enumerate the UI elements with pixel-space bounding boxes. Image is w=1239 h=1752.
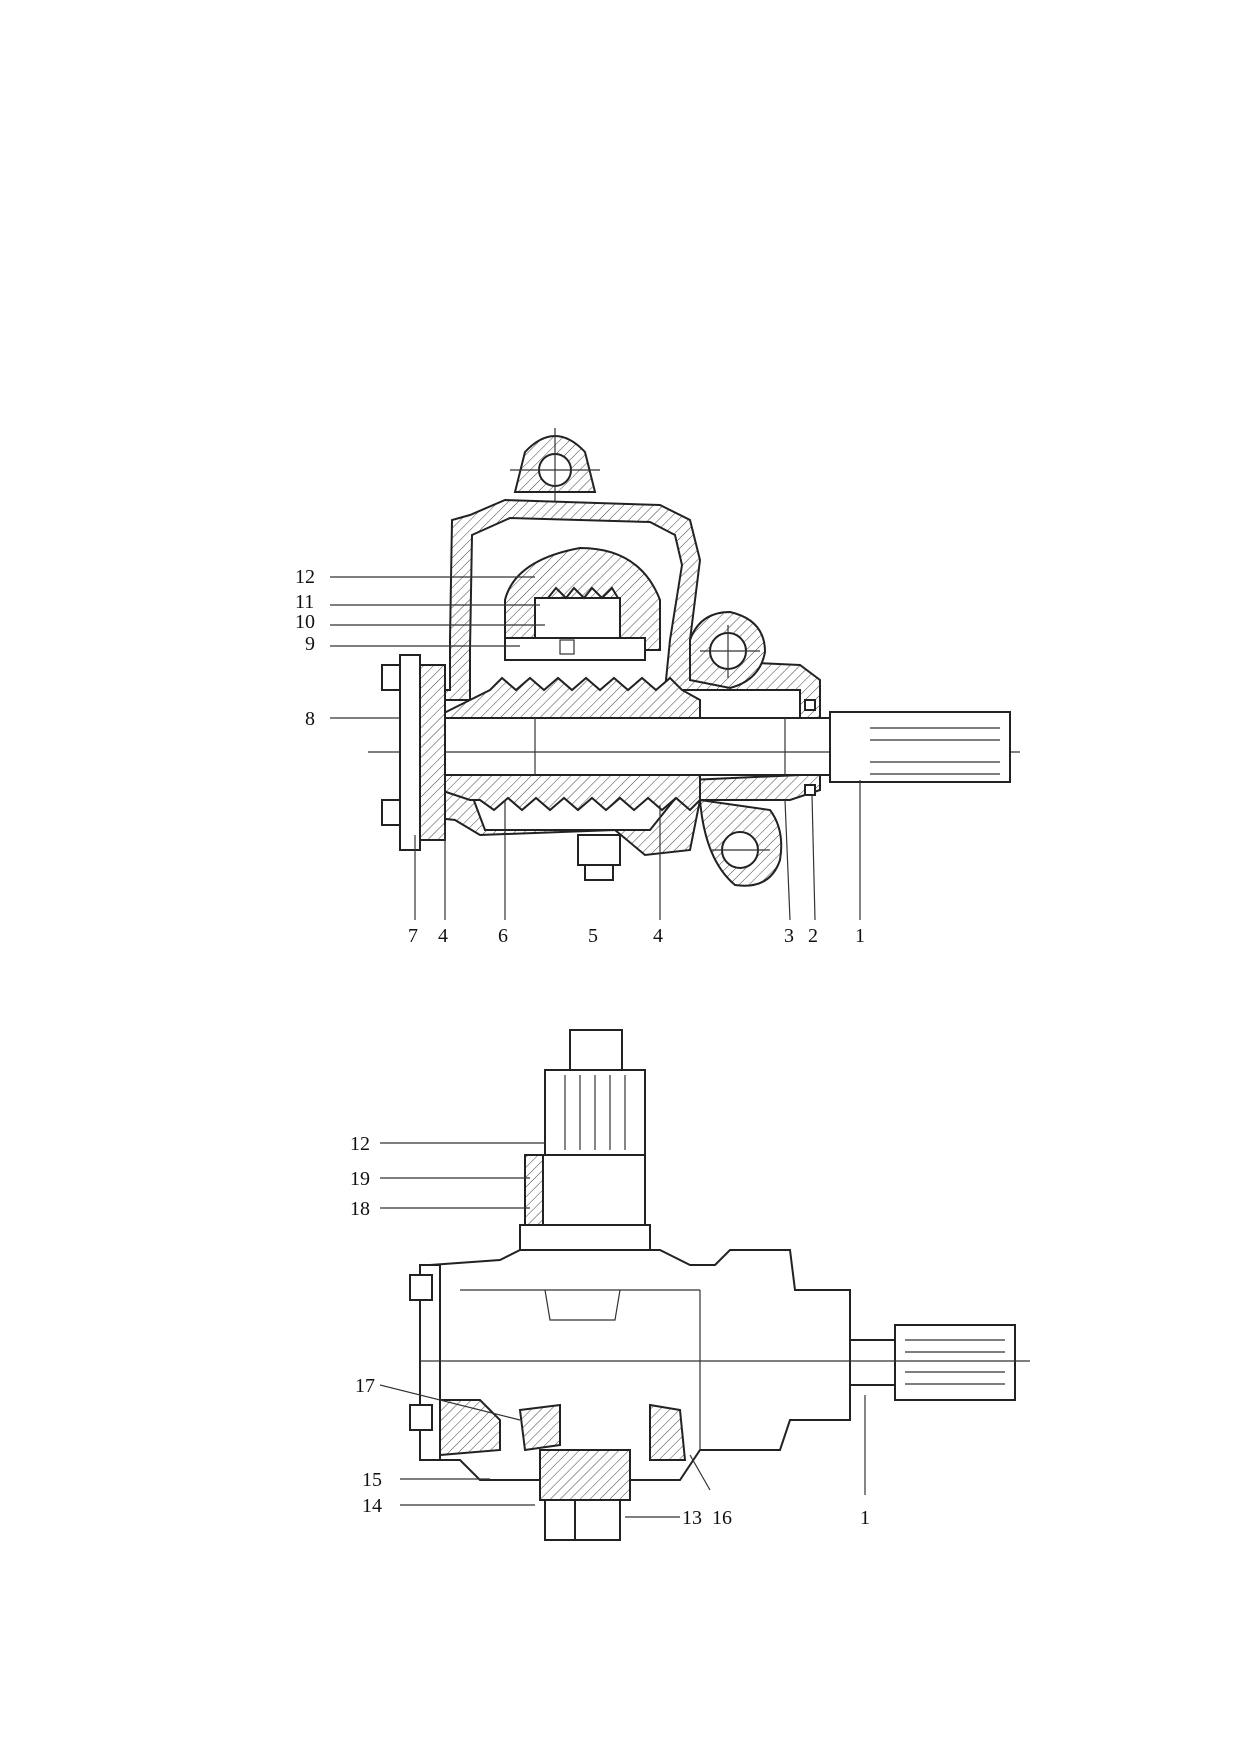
drain-plug (577, 834, 621, 866)
adjuster-nut (574, 1499, 621, 1541)
callout-label: 1 (855, 925, 865, 947)
end-cover-plate (399, 654, 421, 851)
callout-label: 8 (305, 708, 315, 730)
sector-gear-hub (534, 597, 621, 644)
callout-label: 9 (305, 633, 315, 655)
callout-label: 12 (295, 566, 315, 588)
callout-label: 12 (350, 1133, 370, 1155)
shaft-base (519, 1224, 651, 1251)
worm-upper-teeth (439, 676, 701, 719)
end-cover-flange (419, 664, 446, 841)
seal-lower (804, 784, 816, 796)
cover-bolt-bottom (381, 799, 401, 826)
lock-nut-section (649, 1403, 687, 1461)
callout-label: 15 (362, 1469, 382, 1491)
splined-shaft-end (829, 711, 1011, 783)
adjuster-screw-housing (518, 1403, 561, 1452)
callout-label: 6 (498, 925, 508, 947)
callout-label: 13 (682, 1507, 702, 1529)
input-shaft (439, 717, 831, 776)
adjuster-boss (439, 1399, 501, 1457)
external-shaft (849, 1339, 896, 1386)
seal-upper (804, 699, 816, 711)
collar-seal (524, 1154, 544, 1226)
callout-label: 19 (350, 1168, 370, 1190)
callout-label: 2 (808, 925, 818, 947)
worm-lower-teeth (439, 774, 701, 812)
sector-teeth (545, 586, 620, 600)
sector-pin (504, 637, 646, 661)
callout-label: 10 (295, 611, 315, 633)
callout-label: 4 (438, 925, 448, 947)
output-shaft-tip (569, 1029, 623, 1071)
external-bolt-top (409, 1274, 433, 1301)
lower-adjuster (539, 1449, 631, 1501)
callout-label: 4 (653, 925, 663, 947)
callout-label: 14 (362, 1495, 382, 1517)
cover-bolt-top (381, 664, 401, 691)
external-bolt-bottom (409, 1404, 433, 1431)
adjuster-washer (544, 1499, 576, 1541)
callout-label: 17 (355, 1375, 375, 1397)
callout-label: 7 (408, 925, 418, 947)
callout-label: 1 (860, 1507, 870, 1529)
external-splined-end (894, 1324, 1016, 1401)
external-view: 12 19 18 17 15 14 13 16 1 (350, 1029, 1030, 1541)
callout-label: 16 (712, 1507, 732, 1529)
callout-label: 18 (350, 1198, 370, 1220)
callout-label: 3 (784, 925, 794, 947)
callout-label: 11 (295, 591, 314, 613)
section-view: 12 11 10 9 8 7 4 6 5 4 3 2 1 (295, 428, 1020, 947)
callout-label: 5 (588, 925, 598, 947)
